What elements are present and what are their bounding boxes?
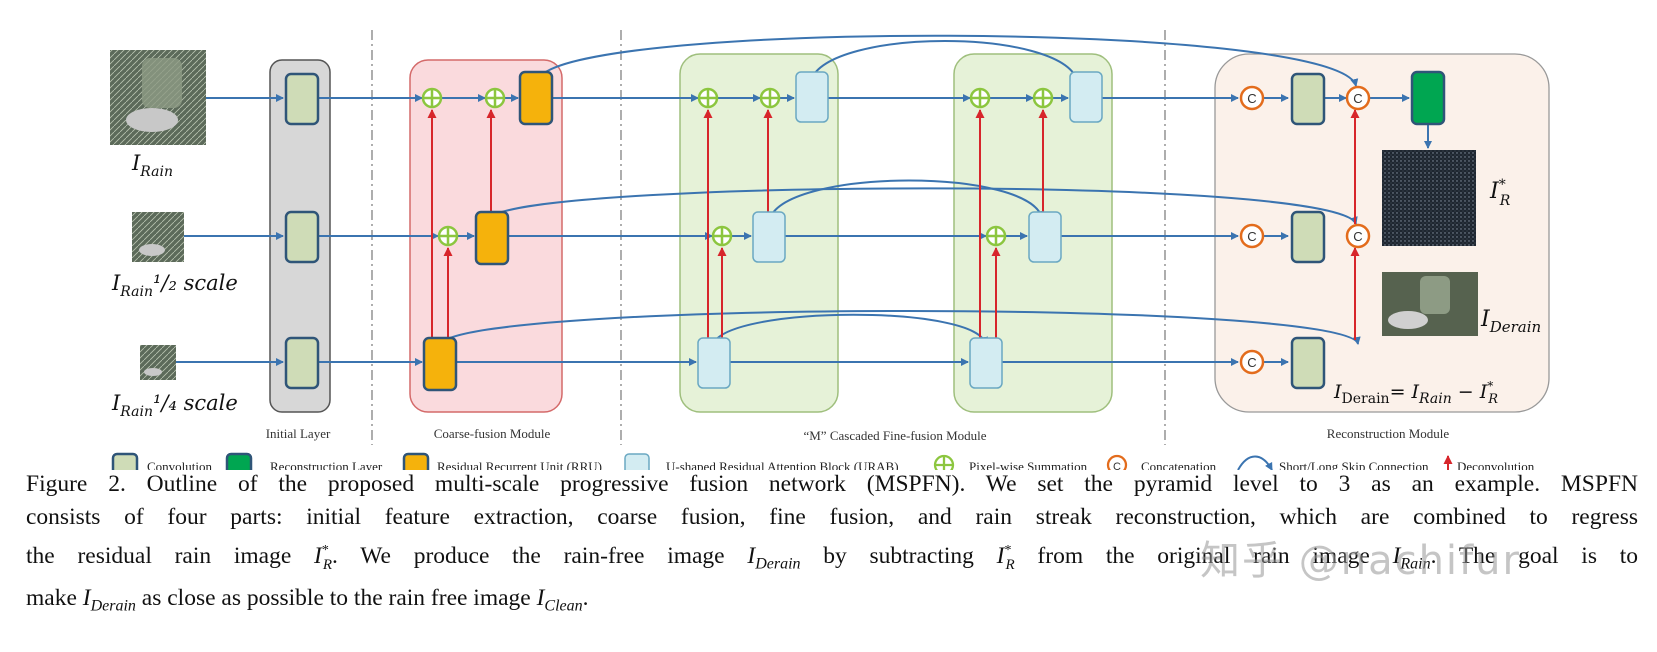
- urab-block: [1069, 71, 1103, 123]
- module-separators: [371, 30, 1166, 445]
- svg-text:C: C: [1247, 229, 1256, 244]
- svg-text:C: C: [1247, 355, 1256, 370]
- svg-text:Convolution: Convolution: [147, 459, 213, 470]
- svg-text:Deconvolution: Deconvolution: [1457, 459, 1535, 470]
- svg-text:Pixel-wise Summation: Pixel-wise Summation: [969, 459, 1088, 470]
- input-label-full: IRain: [131, 151, 173, 180]
- conv-blocks: [284, 72, 1326, 390]
- sum-node: [697, 87, 719, 109]
- concat-node: C: [1239, 85, 1265, 111]
- urab-block: [795, 71, 829, 123]
- urab-block: [969, 337, 1003, 389]
- svg-text:C: C: [1353, 229, 1362, 244]
- input-image-quarter: [140, 345, 176, 380]
- caption-line-4: make IDerain as close as possible to the…: [26, 584, 589, 615]
- urab-block: [697, 337, 731, 389]
- urab-block: [1028, 211, 1062, 263]
- caption-line-2: consists of four parts: initial feature …: [26, 504, 1638, 530]
- sum-node: [985, 225, 1007, 247]
- data-flow-arrows: [176, 34, 1432, 366]
- legend-rru-swatch: [402, 452, 430, 470]
- conv-block: [1290, 72, 1326, 126]
- input-label-half: IRain¹/₂ scale: [111, 271, 238, 300]
- legend-recon-swatch: [225, 452, 253, 470]
- svg-text:C: C: [1113, 461, 1121, 470]
- sum-node: [711, 225, 733, 247]
- sum-node: [1032, 87, 1054, 109]
- svg-text:C: C: [1353, 91, 1362, 106]
- rru-block: [518, 70, 554, 126]
- conv-block: [1290, 210, 1326, 264]
- svg-text:C: C: [1247, 91, 1256, 106]
- rru-blocks: [422, 70, 554, 392]
- initial-layer-label: Initial Layer: [266, 426, 331, 441]
- concat-node: C: [1239, 349, 1265, 375]
- sum-node: [484, 87, 506, 109]
- legend-urab-swatch: [624, 453, 650, 470]
- concat-node: C: [1239, 223, 1265, 249]
- legend-concat-icon: C: [1106, 454, 1128, 470]
- derain-equation: IDerain= IRain − I*R: [1333, 379, 1498, 407]
- conv-block: [284, 210, 320, 264]
- deconvolution-arrows: [427, 109, 1360, 340]
- input-label-quarter: IRain¹/₄ scale: [111, 391, 238, 420]
- reconstruction-layer-block: [1410, 70, 1446, 126]
- figure-caption: Figure 2. Outline of the proposed multi-…: [26, 468, 1638, 622]
- sum-node: [759, 87, 781, 109]
- legend-conv-swatch: [111, 452, 139, 470]
- network-diagram: IRain IRain¹/₂ scale IRain¹/₄ scale: [110, 30, 1550, 470]
- caption-line-3: the residual rain image I*R. We produce …: [26, 542, 1638, 573]
- fine-fusion-label: “M” Cascaded Fine-fusion Module: [803, 428, 986, 443]
- svg-text:Residual Recurrent Unit (RRU): Residual Recurrent Unit (RRU): [437, 459, 602, 470]
- coarse-fusion-label: Coarse-fusion Module: [434, 426, 551, 441]
- svg-text:Concatenation: Concatenation: [1141, 459, 1217, 470]
- legend: Convolution Reconstruction Layer Residua…: [111, 452, 1535, 470]
- caption-line-1: Figure 2. Outline of the proposed multi-…: [26, 471, 1638, 497]
- sum-node: [437, 225, 459, 247]
- input-image-full: [110, 50, 206, 145]
- concat-node: C: [1345, 85, 1371, 111]
- concat-nodes: C C C C C: [1239, 85, 1371, 375]
- residual-label: I*R: [1489, 177, 1511, 209]
- derain-label: IDerain: [1480, 307, 1541, 336]
- conv-block: [284, 336, 320, 390]
- input-image-half: [132, 212, 184, 262]
- rru-block: [474, 210, 510, 266]
- reconstruction-module-label: Reconstruction Module: [1327, 426, 1450, 441]
- urab-blocks: [697, 71, 1103, 389]
- conv-block: [1290, 336, 1326, 390]
- conv-block: [284, 72, 320, 126]
- derain-image: [1382, 272, 1478, 336]
- sum-node: [969, 87, 991, 109]
- svg-text:Short/Long Skip Connection: Short/Long Skip Connection: [1279, 459, 1429, 470]
- svg-text:Reconstruction Layer: Reconstruction Layer: [270, 459, 383, 470]
- svg-text:U-shaped Residual Attention B: U-shaped Residual Attention Block (URAB): [666, 459, 899, 470]
- summation-nodes: [421, 87, 1054, 247]
- residual-image: [1382, 150, 1476, 246]
- sum-node: [421, 87, 443, 109]
- watermark: 知乎 @nachifur: [1200, 538, 1521, 584]
- rru-block: [422, 336, 458, 392]
- urab-block: [752, 211, 786, 263]
- legend-sum-icon: [933, 454, 955, 470]
- legend-skip-icon: [1237, 455, 1273, 470]
- concat-node: C: [1345, 223, 1371, 249]
